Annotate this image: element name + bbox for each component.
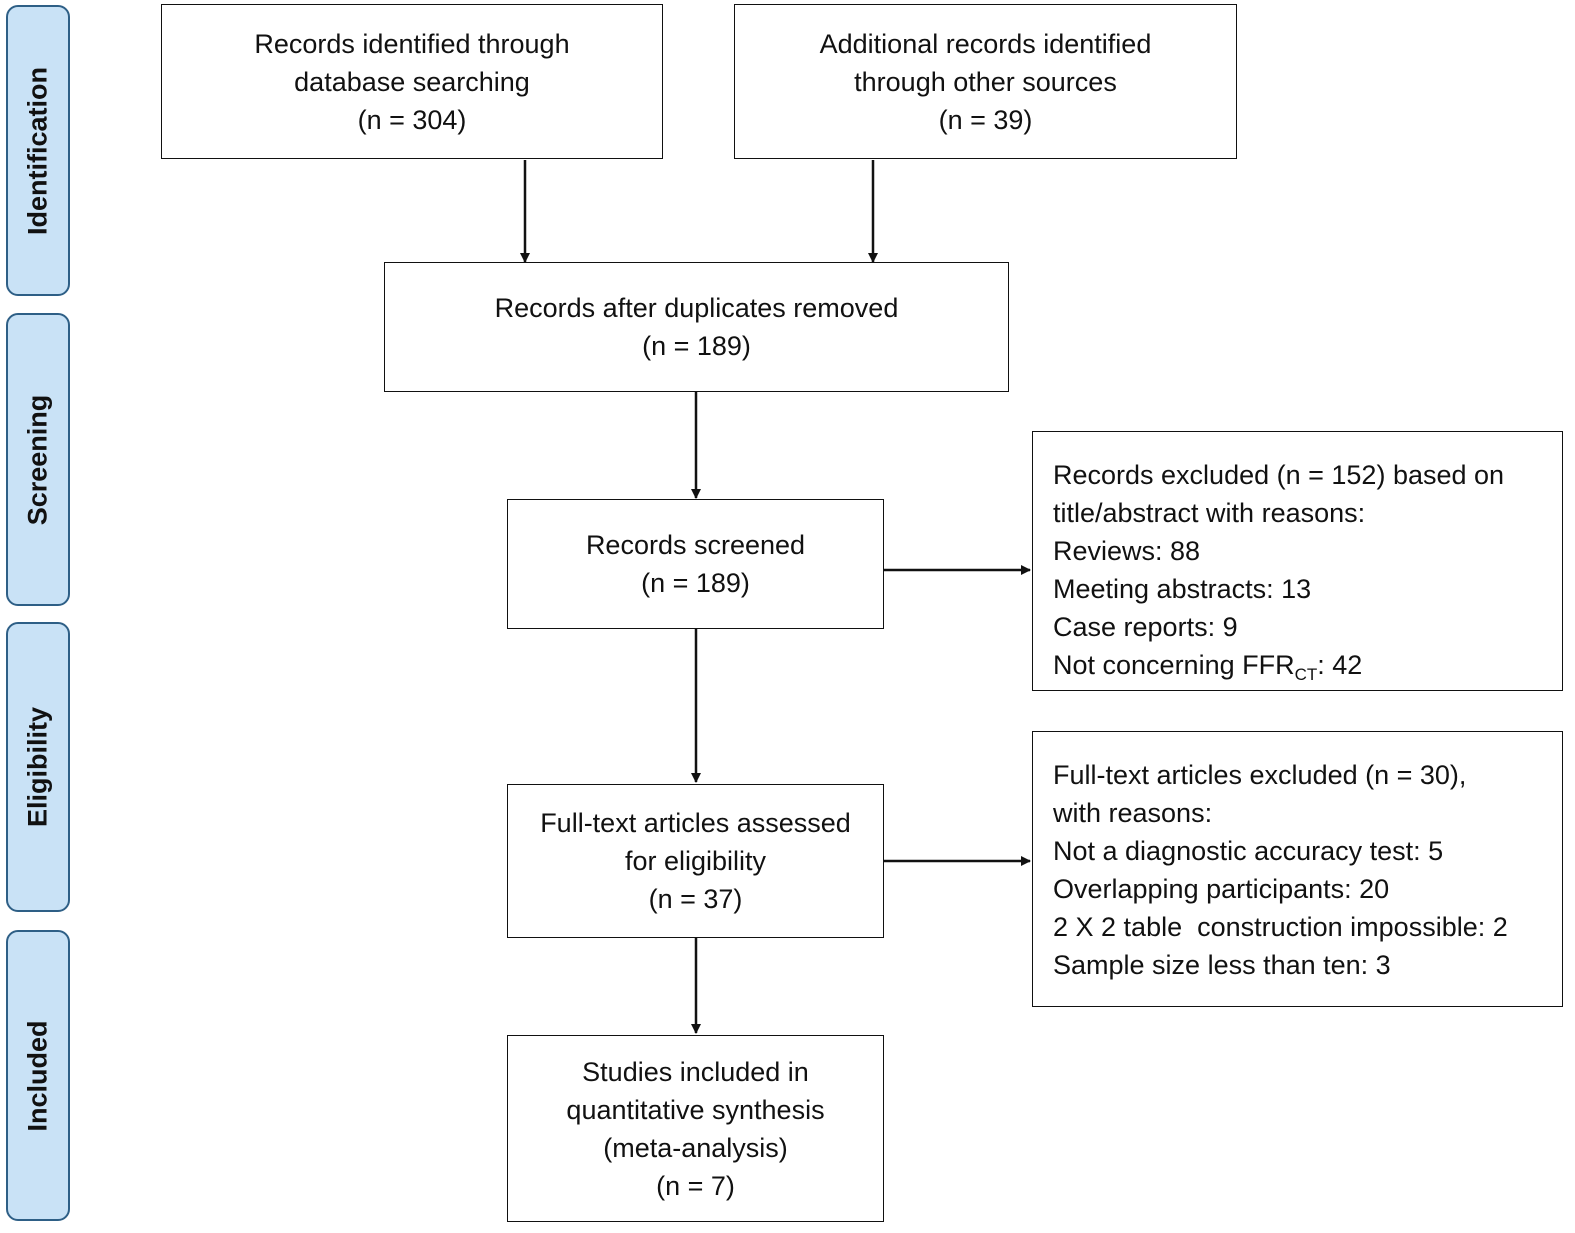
excluded-fulltext-reason: Sample size less than ten: 3 [1053, 950, 1391, 980]
database-count: (n = 304) [357, 104, 467, 135]
box-fulltext-excluded: Full-text articles excluded (n = 30), wi… [1032, 731, 1563, 1007]
excluded-fulltext-reason: 2 X 2 table construction impossible: 2 [1053, 912, 1508, 942]
excluded-screening-line2: title/abstract with reasons: [1053, 498, 1366, 528]
other-line1: Additional records identified [819, 28, 1152, 59]
screened-count: (n = 189) [641, 568, 750, 598]
excluded-fulltext-line1: Full-text articles excluded (n = 30), [1053, 760, 1467, 790]
box-fulltext-assessed: Full-text articles assessed for eligibil… [507, 784, 884, 938]
ffrct-suffix: : 42 [1317, 650, 1363, 680]
box-studies-included: Studies included in quantitative synthes… [507, 1035, 884, 1222]
duplicates-line1: Records after duplicates removed [494, 293, 899, 323]
duplicates-count: (n = 189) [642, 331, 751, 361]
other-line2: through other sources [854, 66, 1117, 97]
excluded-screening-reason-ffrct: Not concerning FFRCT: 42 [1053, 646, 1362, 684]
stage-identification: Identification [6, 5, 70, 296]
excluded-screening-reason: Case reports: 9 [1053, 612, 1238, 642]
fulltext-line2: for eligibility [624, 846, 767, 876]
stage-included: Included [6, 930, 70, 1221]
included-line3: (meta-analysis) [603, 1132, 788, 1163]
included-line1: Studies included in [582, 1056, 809, 1087]
box-records-screened: Records screened (n = 189) [507, 499, 884, 629]
database-line1: Records identified through [254, 28, 570, 59]
box-duplicates-removed: Records after duplicates removed (n = 18… [384, 262, 1009, 392]
excluded-fulltext-reason: Overlapping participants: 20 [1053, 874, 1390, 904]
stage-eligibility: Eligibility [6, 622, 70, 912]
included-line2: quantitative synthesis [566, 1094, 825, 1125]
excluded-fulltext-line2: with reasons: [1053, 798, 1213, 828]
database-line2: database searching [294, 66, 530, 97]
fulltext-line1: Full-text articles assessed [540, 808, 851, 838]
fulltext-count: (n = 37) [648, 884, 743, 914]
screened-line1: Records screened [585, 530, 806, 560]
box-records-excluded: Records excluded (n = 152) based on titl… [1032, 431, 1563, 691]
included-count: (n = 7) [656, 1170, 735, 1201]
box-database-records: Records identified through database sear… [161, 4, 663, 159]
excluded-screening-line1: Records excluded (n = 152) based on [1053, 460, 1505, 490]
stage-screening: Screening [6, 313, 70, 606]
excluded-fulltext-reason: Not a diagnostic accuracy test: 5 [1053, 836, 1444, 866]
box-other-sources: Additional records identified through ot… [734, 4, 1237, 159]
excluded-screening-reason: Reviews: 88 [1053, 536, 1201, 566]
ffrct-subscript: CT [1294, 665, 1318, 684]
excluded-screening-reason: Meeting abstracts: 13 [1053, 574, 1312, 604]
ffrct-prefix: Not concerning FFR [1053, 650, 1295, 680]
other-count: (n = 39) [938, 104, 1033, 135]
